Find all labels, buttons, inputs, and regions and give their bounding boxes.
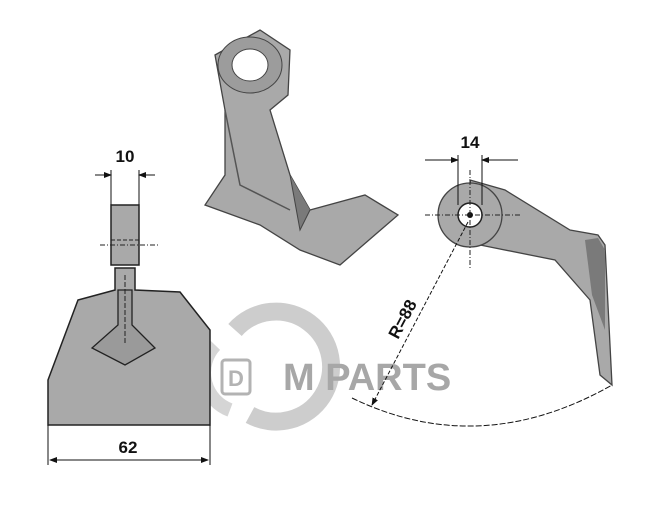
front-view: 10 62 — [47, 147, 211, 465]
watermark-letter: D — [228, 366, 244, 391]
dim-bore: 14 — [461, 133, 480, 152]
perspective-view — [204, 29, 400, 266]
dim-width: 62 — [119, 438, 138, 457]
watermark-text: M PARTS — [283, 357, 451, 399]
dim-thickness: 10 — [116, 147, 135, 166]
watermark-logo: D M PARTS — [197, 302, 451, 431]
dim-radius: R=88 — [385, 297, 421, 342]
side-view: 14 R=88 — [351, 133, 613, 427]
